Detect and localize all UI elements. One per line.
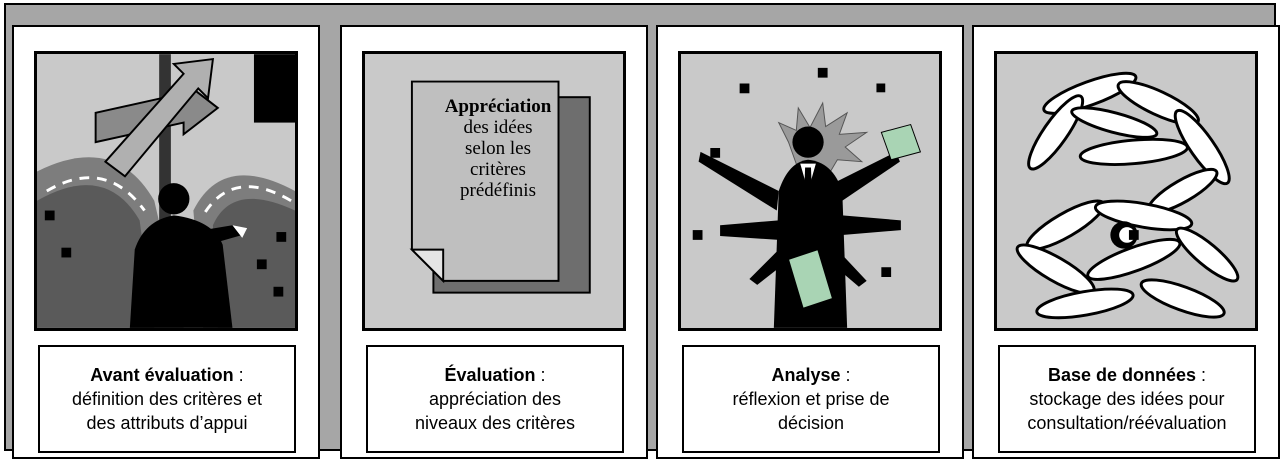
caption-separator: :: [535, 365, 546, 385]
caption-line: niveaux des critères: [414, 413, 576, 433]
document-line: prédéfinis: [460, 180, 536, 201]
caption-title: Base de données: [1047, 365, 1197, 385]
caption-separator: :: [840, 365, 851, 385]
document-line: critères: [470, 159, 526, 180]
caption-avant-evaluation: Avant évaluation : définition des critèr…: [38, 345, 296, 453]
caption-line: consultation/réévaluation: [1027, 413, 1227, 433]
caption-line: appréciation des: [428, 389, 562, 409]
document-icon: Appréciation des idées selon les critère…: [362, 51, 626, 331]
caption-line: définition des critères et: [71, 389, 263, 409]
panel-base-de-donnees: Base de données : stockage des idées pou…: [972, 25, 1280, 459]
caption-evaluation: Évaluation : appréciation des niveaux de…: [366, 345, 624, 453]
panel-evaluation: Appréciation des idées selon les critère…: [340, 25, 648, 459]
panel-avant-evaluation: Avant évaluation : définition des critèr…: [12, 25, 320, 459]
caption-analyse: Analyse : réflexion et prise de décision: [682, 345, 940, 453]
document-heading: Appréciation: [444, 96, 552, 117]
caption-line: stockage des idées pour: [1029, 389, 1225, 409]
caption-line: décision: [777, 413, 845, 433]
caption-line: des attributs d’appui: [86, 413, 248, 433]
treasure-chest-icon: [994, 51, 1258, 331]
caption-title: Évaluation: [444, 365, 536, 385]
document-line: selon les: [465, 138, 531, 159]
diagram-frame: Avant évaluation : définition des critèr…: [4, 3, 1280, 459]
multi-armed-businessman-icon: [678, 51, 942, 331]
caption-line: réflexion et prise de: [732, 389, 890, 409]
document-text: Appréciation des idées selon les critère…: [423, 96, 573, 201]
caption-separator: :: [1196, 365, 1207, 385]
caption-separator: :: [233, 365, 244, 385]
caption-title: Analyse: [771, 365, 841, 385]
document-line: des idées: [463, 117, 533, 138]
crossroads-businessman-icon: [34, 51, 298, 331]
caption-title: Avant évaluation: [90, 365, 234, 385]
caption-base-de-donnees: Base de données : stockage des idées pou…: [998, 345, 1256, 453]
panel-analyse: Analyse : réflexion et prise de décision: [656, 25, 964, 459]
